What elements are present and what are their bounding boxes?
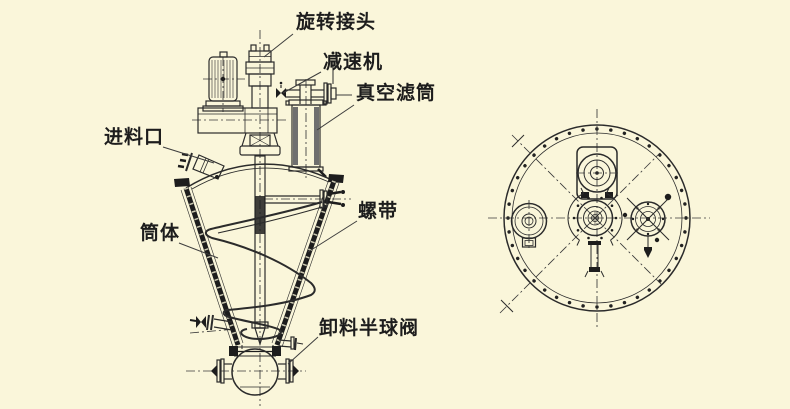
gearbox [197,107,278,134]
leader-lines [162,33,358,365]
cone-shell [180,178,340,349]
drive-motor [202,51,244,112]
label-reducer: 减速机 [323,51,384,73]
dome-lid [174,163,344,190]
shaft-support-arm [265,189,345,209]
label-feed-inlet: 进料口 [104,126,165,148]
discharge-ball-valve [211,346,299,396]
top-view-inlet-flange [510,200,548,249]
side-view [162,30,358,406]
gearbox-mount [239,132,281,156]
label-barrel: 筒体 [140,222,181,244]
label-rotary-joint: 旋转接头 [296,11,377,33]
top-view [488,109,710,329]
ribbon-screw [204,201,323,340]
feed-inlet-nozzle [177,152,225,180]
rotary-joint [245,44,275,109]
vacuum-filter-assembly [276,51,338,178]
top-view-filter-assembly [622,193,672,258]
label-vacuum-filter: 真空滤筒 [356,82,437,104]
side-wall-nozzle [189,314,233,331]
top-view-centerlines [488,109,710,329]
label-discharge-valve: 卸料半球阀 [319,317,420,339]
agitator-shaft [251,155,269,347]
top-view-shaft-hub [567,187,623,246]
right-wall-stub [278,336,304,351]
label-ribbon: 螺带 [358,200,399,222]
top-view-bottom-fitting [584,241,605,278]
